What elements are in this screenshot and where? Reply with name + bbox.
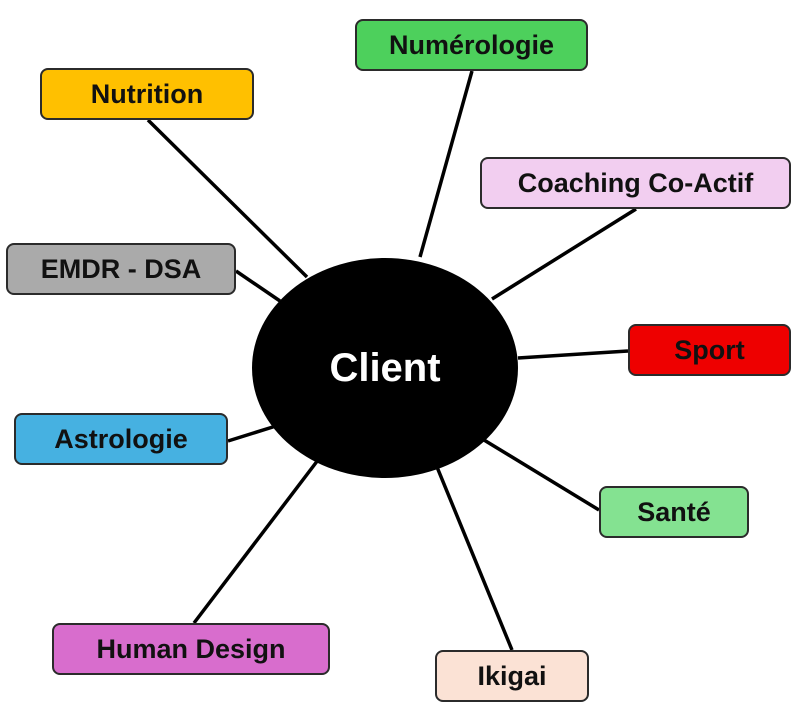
connector-humandesign bbox=[192, 458, 320, 625]
connector-nutrition bbox=[146, 118, 309, 279]
node-human-design: Human Design bbox=[52, 623, 330, 675]
connector-numerologie bbox=[418, 70, 474, 258]
center-node-client: Client bbox=[252, 258, 518, 478]
node-sante: Santé bbox=[599, 486, 749, 538]
node-label: Santé bbox=[637, 496, 711, 527]
node-label: Astrologie bbox=[54, 423, 188, 454]
connector-astrologie bbox=[227, 424, 277, 443]
node-label: EMDR - DSA bbox=[40, 253, 202, 284]
node-label: Numérologie bbox=[388, 29, 555, 60]
node-label: Nutrition bbox=[90, 78, 204, 109]
connector-sport bbox=[517, 349, 629, 360]
node-label: Ikigai bbox=[477, 660, 547, 691]
connector-coaching bbox=[491, 207, 637, 301]
node-coaching-co-actif: Coaching Co-Actif bbox=[480, 157, 791, 209]
node-label: Human Design bbox=[96, 633, 286, 664]
node-ikigai: Ikigai bbox=[435, 650, 589, 702]
center-label: Client bbox=[329, 345, 441, 390]
node-astrologie: Astrologie bbox=[14, 413, 228, 465]
connector-sante bbox=[483, 438, 600, 512]
node-numerologie: Numérologie bbox=[355, 19, 588, 71]
node-label: Sport bbox=[674, 334, 745, 365]
connector-ikigai bbox=[435, 466, 514, 651]
node-label: Coaching Co-Actif bbox=[517, 167, 754, 198]
connector-emdr bbox=[235, 269, 281, 303]
node-sport: Sport bbox=[628, 324, 791, 376]
node-emdr-dsa: EMDR - DSA bbox=[6, 243, 236, 295]
node-nutrition: Nutrition bbox=[40, 68, 254, 120]
